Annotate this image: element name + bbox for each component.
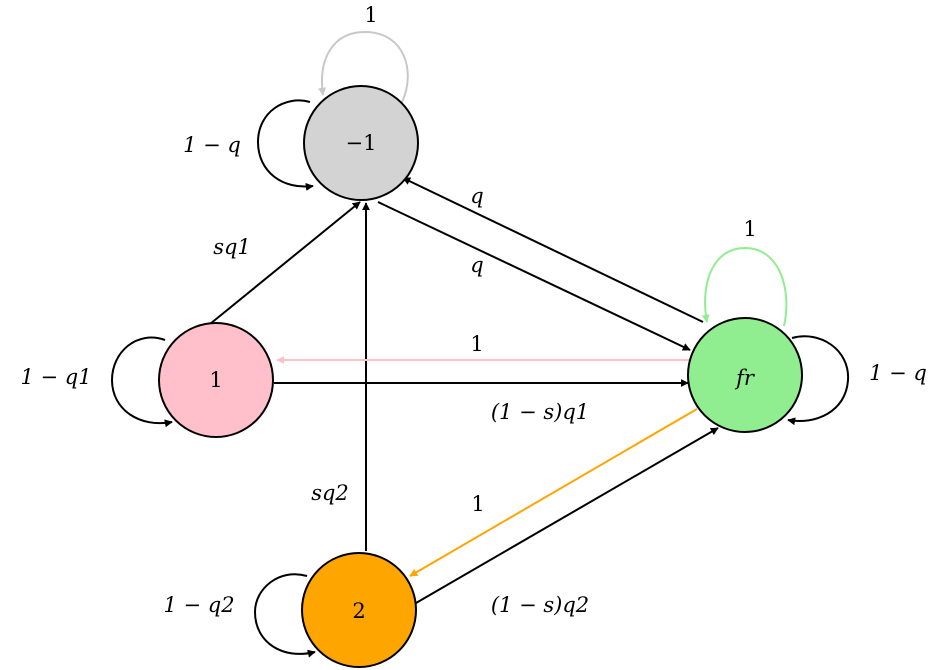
- node-one: 1: [158, 322, 274, 438]
- label-fr-to-two: 1: [471, 492, 484, 516]
- edge-self-two-left: [253, 573, 316, 658]
- label-two-to-fr: (1 − s)q2: [491, 593, 589, 617]
- edge-self-fr-top: [701, 246, 788, 327]
- node-minus1: −1: [303, 85, 419, 201]
- label-one-to-fr: (1 − s)q1: [491, 400, 589, 424]
- edge-self-minus1-left: [256, 99, 314, 191]
- label-fr-to-minus1: q: [470, 184, 483, 208]
- node-fr: fr: [687, 317, 803, 433]
- node-minus1-label: −1: [346, 131, 377, 155]
- label-fr-to-one: 1: [470, 332, 483, 356]
- label-self-fr-top: 1: [743, 217, 756, 241]
- label-self-two-left: 1 − q2: [163, 593, 234, 617]
- node-minus1-circle: [303, 85, 419, 201]
- label-self-minus1-left: 1 − q: [183, 133, 241, 157]
- node-two: 2: [301, 552, 417, 668]
- edge-fr-to-minus1: [402, 177, 704, 323]
- edge-self-one-left: [110, 336, 173, 428]
- node-two-circle: [301, 552, 417, 668]
- label-self-one-left: 1 − q1: [20, 365, 91, 389]
- edge-two-to-fr: [415, 427, 719, 604]
- edge-minus1-to-fr: [377, 201, 691, 351]
- node-fr-label: fr: [734, 366, 756, 390]
- edge-fr-to-two: [409, 408, 698, 577]
- edge-one-to-minus1: [209, 201, 361, 325]
- edge-self-fr-right: [787, 335, 850, 426]
- node-one-circle: [158, 322, 274, 438]
- node-two-label: 2: [352, 599, 365, 623]
- label-self-fr-right: 1 − q: [869, 361, 927, 385]
- node-one-label: 1: [209, 368, 222, 392]
- label-minus1-to-fr: q: [470, 253, 483, 277]
- label-two-to-minus1: sq2: [311, 481, 349, 505]
- node-fr-circle: [687, 317, 803, 433]
- label-one-to-minus1: sq1: [213, 235, 251, 259]
- label-self-minus1-top: 1: [364, 3, 377, 27]
- edge-self-minus1-top: [318, 30, 409, 103]
